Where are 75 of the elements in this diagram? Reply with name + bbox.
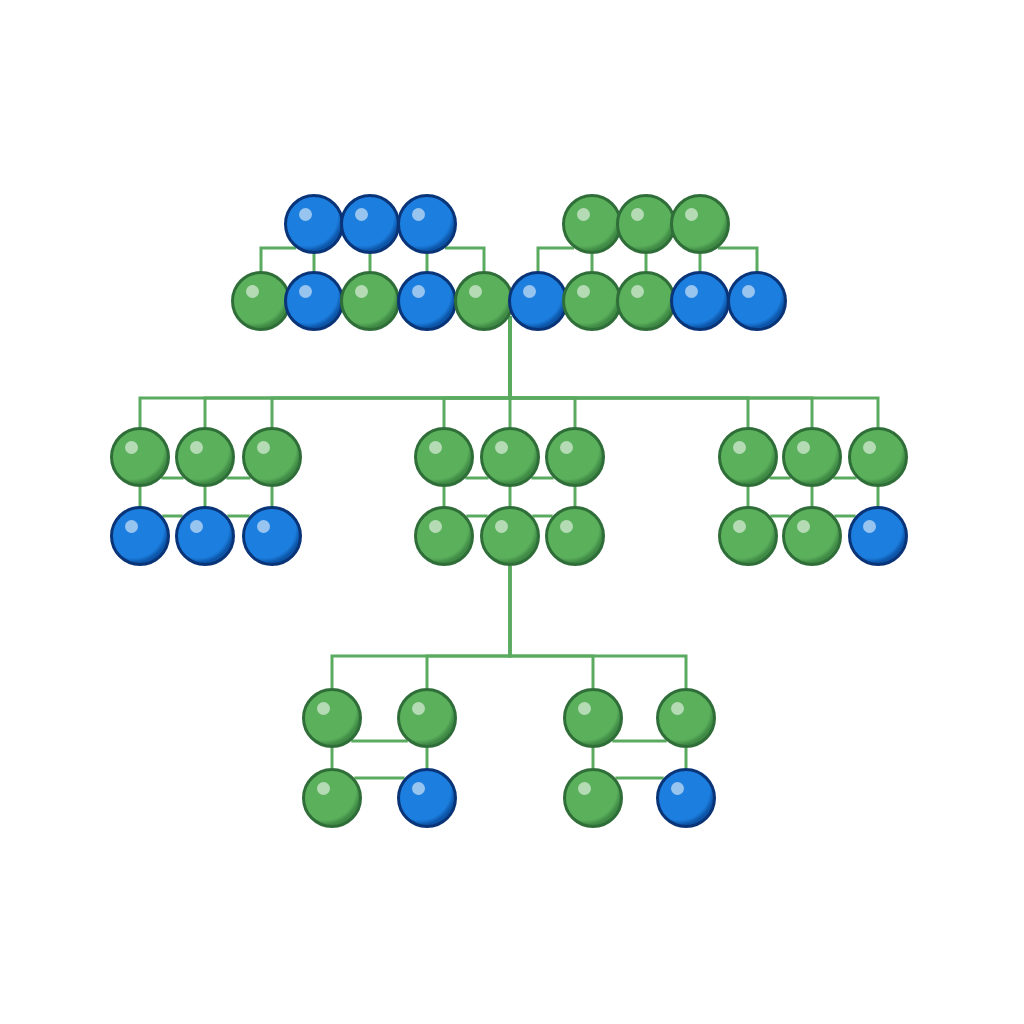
circle-node bbox=[414, 506, 474, 566]
circle-node bbox=[727, 271, 787, 331]
connector-line bbox=[368, 254, 372, 271]
circle-node bbox=[110, 427, 170, 487]
connector-line bbox=[270, 487, 274, 506]
connector-line bbox=[445, 246, 486, 271]
circle-node bbox=[848, 506, 908, 566]
connector-line bbox=[442, 487, 446, 506]
circle-node bbox=[480, 427, 540, 487]
connector-line bbox=[591, 748, 595, 768]
circle-node bbox=[242, 427, 302, 487]
connector-line bbox=[226, 476, 251, 480]
connector-line bbox=[531, 476, 554, 480]
connector-line bbox=[718, 246, 759, 271]
circle-node bbox=[397, 688, 457, 748]
circle-node bbox=[110, 506, 170, 566]
connector-line bbox=[615, 776, 664, 780]
connector-line bbox=[769, 476, 791, 480]
connector-line bbox=[227, 514, 250, 518]
circle-node bbox=[718, 427, 778, 487]
connector-line bbox=[573, 487, 577, 506]
connector-line bbox=[330, 748, 334, 768]
connector-line bbox=[425, 748, 429, 768]
connector-line bbox=[833, 476, 857, 480]
connector-line bbox=[138, 487, 142, 506]
circle-node bbox=[284, 194, 344, 254]
circle-node bbox=[545, 427, 605, 487]
connector-line bbox=[508, 487, 512, 506]
connector-line bbox=[465, 476, 489, 480]
circle-node bbox=[848, 427, 908, 487]
circle-node bbox=[563, 688, 623, 748]
circle-node bbox=[480, 506, 540, 566]
circle-node bbox=[175, 506, 235, 566]
connector-line bbox=[354, 776, 405, 780]
connector-line bbox=[203, 487, 207, 506]
connector-line bbox=[810, 487, 814, 506]
circle-node bbox=[670, 271, 730, 331]
circle-node bbox=[340, 194, 400, 254]
circle-node bbox=[302, 768, 362, 828]
circle-node bbox=[782, 506, 842, 566]
connector-line bbox=[312, 254, 316, 271]
connector-line bbox=[466, 514, 488, 518]
circle-node bbox=[414, 427, 474, 487]
connector-line bbox=[684, 748, 688, 768]
circle-node bbox=[397, 194, 457, 254]
connector-line bbox=[508, 566, 688, 688]
circle-node bbox=[782, 427, 842, 487]
circle-node bbox=[175, 427, 235, 487]
connector-line bbox=[532, 514, 553, 518]
circle-node bbox=[563, 768, 623, 828]
connector-line bbox=[612, 739, 667, 743]
circle-node bbox=[302, 688, 362, 748]
connector-line bbox=[746, 487, 750, 506]
circle-node bbox=[718, 506, 778, 566]
circle-node bbox=[397, 271, 457, 331]
connector-line bbox=[590, 254, 594, 271]
circle-node bbox=[242, 506, 302, 566]
circle-node bbox=[656, 688, 716, 748]
connector-line bbox=[770, 514, 790, 518]
connector-line bbox=[425, 254, 429, 271]
circle-node bbox=[284, 271, 344, 331]
connector-line bbox=[162, 514, 183, 518]
connector-line bbox=[351, 739, 408, 743]
circle-node bbox=[670, 194, 730, 254]
connector-line bbox=[876, 487, 880, 506]
connector-line bbox=[536, 246, 574, 271]
connector-line bbox=[161, 476, 184, 480]
circle-node bbox=[545, 506, 605, 566]
circle-node bbox=[340, 271, 400, 331]
connector-line bbox=[698, 254, 702, 271]
circle-node bbox=[656, 768, 716, 828]
connector-line bbox=[259, 246, 296, 271]
connector-line bbox=[644, 254, 648, 271]
connector-line bbox=[834, 514, 856, 518]
circle-node bbox=[397, 768, 457, 828]
